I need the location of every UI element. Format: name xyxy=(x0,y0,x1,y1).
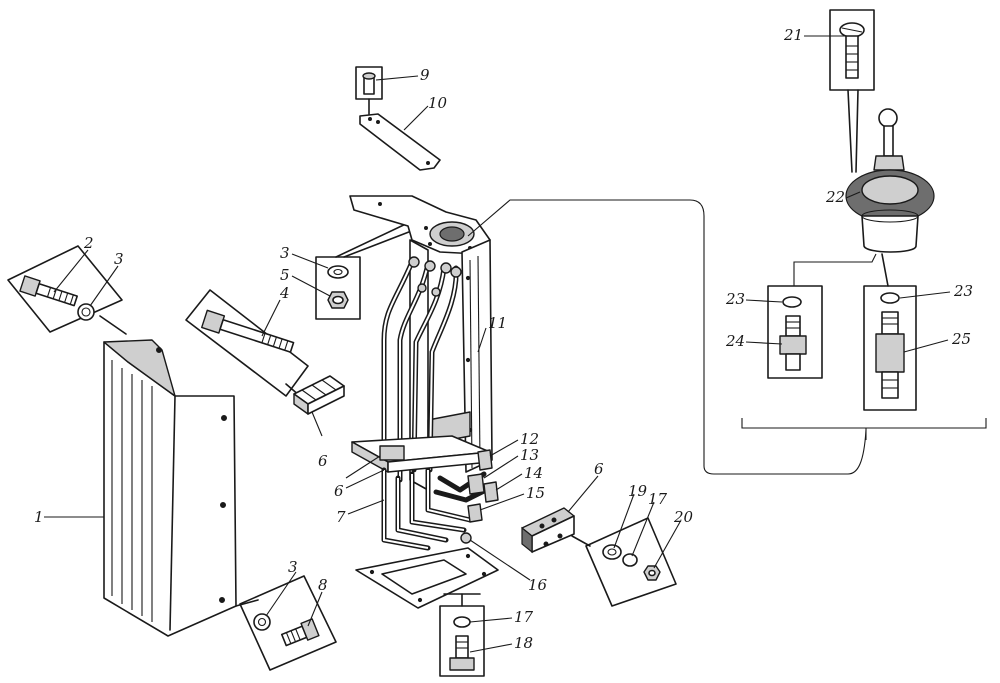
callout-screw-21 xyxy=(829,9,875,173)
label-part-18: 18 xyxy=(514,634,533,652)
bracket-24-25 xyxy=(741,418,987,440)
part-11-main-frame xyxy=(349,195,499,609)
label-part-15: 15 xyxy=(526,484,545,502)
label-part-3: 3 xyxy=(114,250,124,268)
label-part-4: 4 xyxy=(279,284,290,302)
label-part-20: 20 xyxy=(673,508,694,526)
leader-lines xyxy=(44,35,951,653)
label-part-25: 25 xyxy=(951,330,971,348)
part-6-insulator-block-left xyxy=(293,375,345,415)
label-part-16: 16 xyxy=(528,576,548,594)
callout-washer-17-bolt-18 xyxy=(439,593,485,677)
label-part-21: 21 xyxy=(783,26,803,44)
label-part-3: 3 xyxy=(280,244,290,262)
label-part-9: 9 xyxy=(420,66,430,84)
label-part-19: 19 xyxy=(628,482,648,500)
label-part-13: 13 xyxy=(520,446,539,464)
label-part-17: 17 xyxy=(648,490,668,508)
callout-washer-3-bolt-8 xyxy=(235,575,337,671)
label-part-3: 3 xyxy=(288,558,298,576)
part-labels: 1 2 3 3 3 4 5 6 6 6 7 8 9 10 11 12 13 14… xyxy=(34,26,973,652)
label-part-5: 5 xyxy=(280,266,290,284)
callout-long-bolt-4 xyxy=(185,289,309,397)
label-part-22: 22 xyxy=(825,188,845,206)
label-part-1: 1 xyxy=(34,508,44,526)
callout-ring-23-fitting-24 xyxy=(767,253,877,379)
part-1-cover-panel xyxy=(103,339,237,637)
callout-rivet-9-strap-10 xyxy=(355,66,441,171)
label-part-23: 23 xyxy=(953,282,973,300)
label-part-6: 6 xyxy=(318,452,328,470)
label-part-12: 12 xyxy=(520,430,539,448)
label-part-17: 17 xyxy=(514,608,534,626)
part-6-insulator-block-right xyxy=(521,507,575,554)
label-part-23: 23 xyxy=(725,290,745,308)
callout-washer-19-17-nut-20 xyxy=(571,517,677,607)
connection-line xyxy=(467,199,867,475)
label-part-10: 10 xyxy=(428,94,448,112)
callout-ring-23-fitting-25 xyxy=(863,253,917,411)
callout-bolt-2-washer-3 xyxy=(7,245,127,335)
label-part-6: 6 xyxy=(594,460,604,478)
label-part-11: 11 xyxy=(488,314,507,332)
label-part-24: 24 xyxy=(725,332,745,350)
callout-washer-3-nut-5 xyxy=(315,221,415,320)
label-part-6: 6 xyxy=(334,482,344,500)
label-part-7: 7 xyxy=(336,508,346,526)
label-part-8: 8 xyxy=(318,576,328,594)
part-22-valve-body xyxy=(845,108,935,253)
label-part-14: 14 xyxy=(524,464,543,482)
label-part-2: 2 xyxy=(83,234,94,252)
